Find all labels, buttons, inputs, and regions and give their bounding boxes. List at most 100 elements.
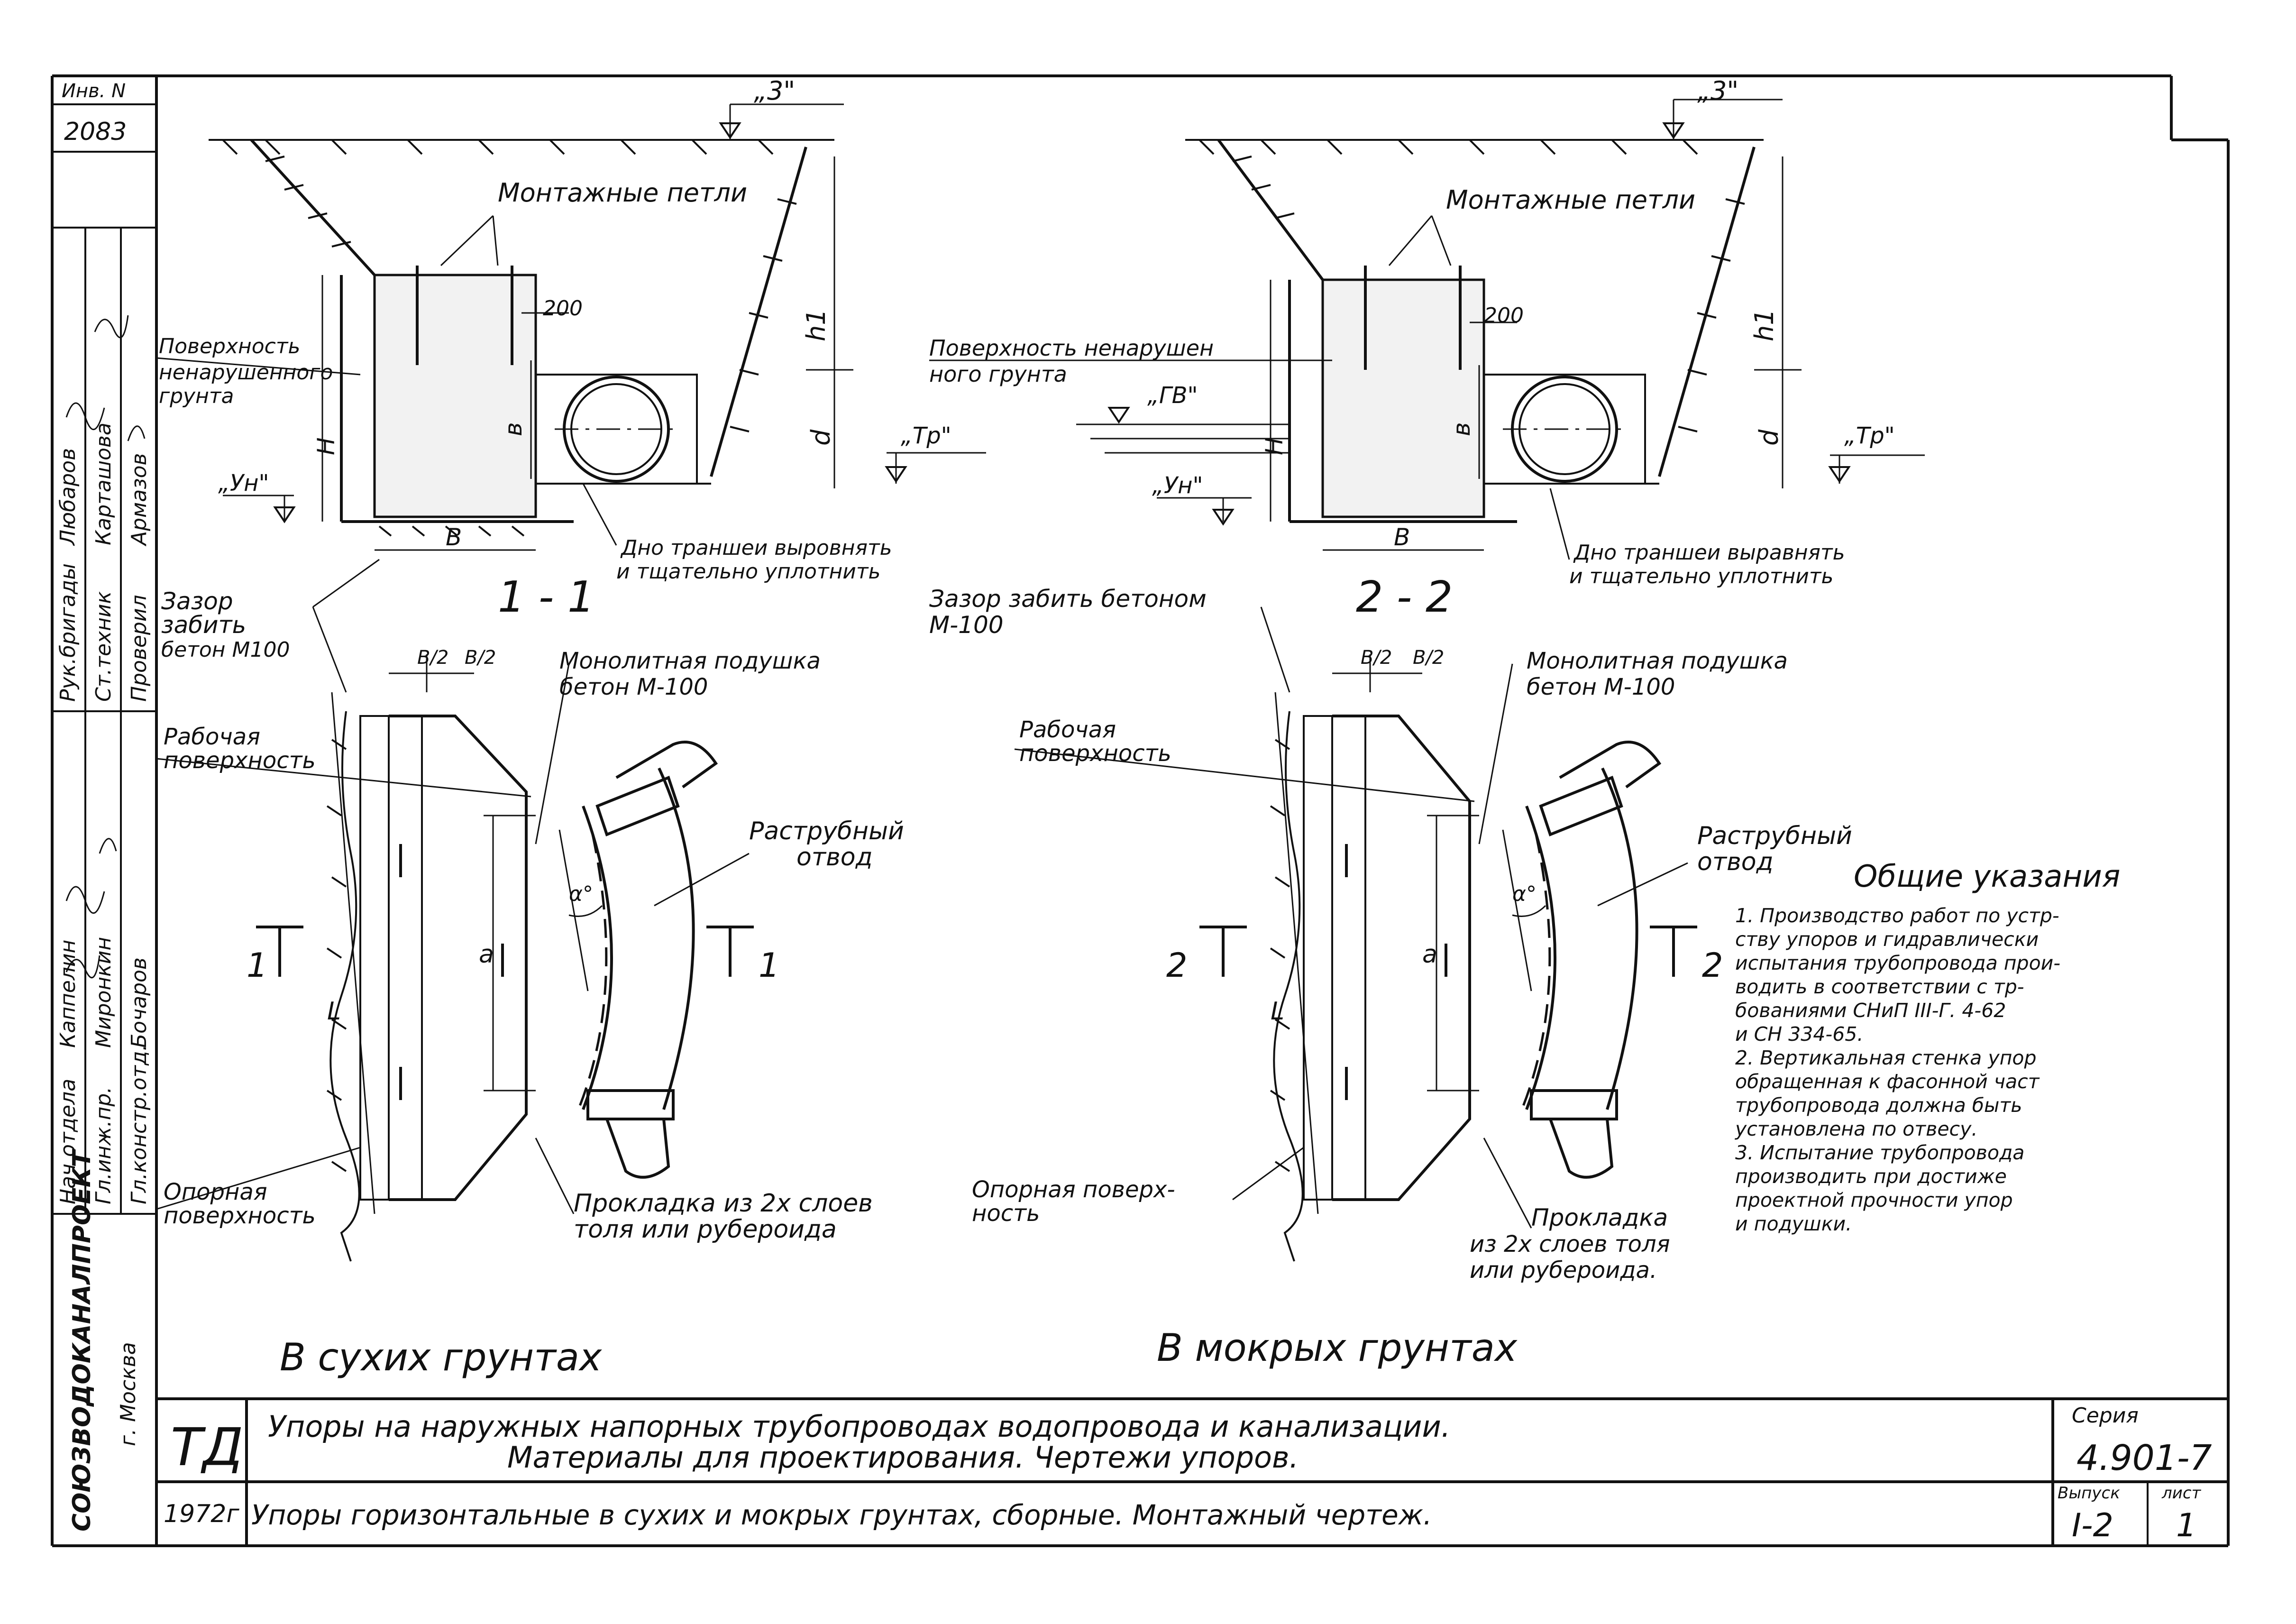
- note-line-10: установлена по отвесу.: [1734, 1118, 1977, 1140]
- dim-B2-1b: В/2: [465, 647, 496, 669]
- signature: [65, 838, 117, 979]
- gap-label-1-a: Зазор: [161, 587, 233, 615]
- dim-a-1: а: [479, 940, 494, 969]
- title-line-2: Материалы для проектирования. Чертежи уп…: [507, 1440, 1299, 1475]
- bend-label-1-a: Раструбный: [749, 817, 904, 845]
- dim-H-1: H: [312, 437, 340, 455]
- pipe-socket-1-bottom: [586, 1089, 675, 1120]
- dim-L-2: L: [1271, 997, 1284, 1026]
- dim-B-1: В: [446, 523, 462, 551]
- dim-B2-2a: В/2: [1361, 647, 1392, 669]
- dim-200-1: 200: [543, 296, 583, 321]
- dim-h1-1: h1: [801, 309, 831, 341]
- dim-a-2: а: [1422, 940, 1437, 969]
- note-line-11: 3. Испытание трубопровода: [1735, 1141, 2024, 1164]
- note-line-5: бованиями СНиП III-Г. 4-62: [1735, 999, 2006, 1022]
- stamp-name-1: Каппелин: [56, 940, 80, 1048]
- stamp-name-4: Любаров: [56, 448, 80, 546]
- section-mark-1-left: 1: [247, 946, 268, 985]
- note-line-12: производить при достиже: [1735, 1165, 2007, 1188]
- support-surface-2-a: Опорная поверх-: [972, 1176, 1175, 1203]
- level-un-2: „Ун": [1152, 472, 1203, 499]
- level-tr-2: „Тр": [1844, 422, 1895, 449]
- bend-label-1-b: отвод: [796, 843, 873, 872]
- general-notes: Общие указания 1. Производство работ по …: [1734, 859, 2120, 1235]
- stamp-role-4: Рук.бригады: [56, 563, 80, 702]
- gasket-label-1-b: толя или рубероида: [574, 1215, 837, 1244]
- stamp-name-5: Карташова: [91, 422, 116, 545]
- section-2-2: „3" Монтажные петли Поверхность ненаруше…: [929, 76, 1925, 622]
- gasket-label-1-a: Прокладка из 2х слоев: [574, 1189, 873, 1218]
- left-stamp: Инв. N 2083 Нач.отдела Каппелин Гл.инж.п…: [52, 80, 156, 1532]
- thrust-block-plan-2: [1332, 715, 1471, 1201]
- loops-label-2: Монтажные петли: [1446, 185, 1695, 215]
- dim-B2-1a: В/2: [417, 647, 448, 669]
- stamp-role-6: Проверил: [127, 595, 151, 702]
- note-line-2: ству упоров и гидравлически: [1735, 928, 2039, 951]
- section-title-2: 2 - 2: [1356, 572, 1453, 622]
- support-surface-1-a: Опорная: [164, 1179, 267, 1205]
- section-mark-2-left: 2: [1166, 946, 1188, 985]
- surface-undisturbed-1-c: грунта: [159, 384, 234, 408]
- sheet-value: 1: [2176, 1507, 2196, 1544]
- level-3-mark-2: „3": [1697, 76, 1738, 106]
- loops-label-1: Монтажные петли: [498, 178, 747, 208]
- pipe-socket-2-bottom: [1530, 1089, 1618, 1120]
- bend-label-2-a: Раструбный: [1697, 822, 1852, 850]
- note-line-7: 2. Вертикальная стенка упор: [1735, 1046, 2037, 1069]
- stamp-inv-label: Инв. N: [62, 80, 126, 102]
- stamp-name-2: Миронкин: [91, 937, 116, 1048]
- angle-2: α°: [1512, 882, 1537, 906]
- pipe-socket-1-top: [595, 776, 680, 836]
- title-subtitle: Упоры горизонтальные в сухих и мокрых гр…: [251, 1499, 1432, 1531]
- support-surface-1-b: поверхность: [164, 1202, 316, 1229]
- cushion-label-1-a: Монолитная подушка: [559, 648, 821, 674]
- dim-d-2: d: [1754, 429, 1784, 446]
- dim-L-1: L: [327, 997, 341, 1026]
- title-logo: ТД: [171, 1417, 243, 1477]
- surface-undisturbed-2-b: ного грунта: [929, 361, 1067, 387]
- stamp-name-6: Армазов: [127, 453, 151, 547]
- title-line-1: Упоры на наружных напорных трубопроводах…: [268, 1409, 1450, 1444]
- note-line-9: трубопровода должна быть: [1735, 1094, 2022, 1117]
- level-un-1: „Ун": [218, 470, 269, 496]
- gasket-label-2-b: из 2х слоев толя: [1470, 1231, 1670, 1257]
- dim-B2-2b: В/2: [1413, 647, 1444, 669]
- trench-bottom-2-b: и тщательно уплотнить: [1569, 564, 1833, 588]
- pipe-socket-2-top: [1539, 776, 1623, 836]
- gap-label-2-a: Зазор забить бетоном: [929, 585, 1207, 613]
- issue-label: Выпуск: [2058, 1484, 2120, 1503]
- series-value: 4.901-7: [2076, 1438, 2212, 1478]
- bend-label-2-b: отвод: [1697, 848, 1774, 876]
- thrust-block-section-2: [1321, 278, 1485, 518]
- stamp-name-3: Бочаров: [127, 957, 151, 1048]
- series-label: Серия: [2072, 1404, 2139, 1428]
- note-line-14: и подушки.: [1735, 1212, 1852, 1235]
- section-1-1: „3" Монтажные петли Поверхность ненаруше…: [156, 76, 986, 622]
- gap-label-1-b: забить: [161, 611, 246, 639]
- stamp-role-5: Ст.техник: [91, 591, 116, 702]
- note-line-6: и СН 334-65.: [1735, 1023, 1863, 1046]
- note-line-3: испытания трубопровода прои-: [1735, 952, 2060, 974]
- dim-b-2: в: [1448, 422, 1475, 436]
- plan-wet-soils: Зазор забить бетоном М-100 В/2 В/2 Монол…: [929, 585, 1852, 1370]
- dim-d-1: d: [806, 429, 836, 446]
- note-line-4: водить в соответствии с тр-: [1735, 975, 2024, 998]
- dim-h1-2: h1: [1749, 309, 1779, 341]
- gap-label-2-b: М-100: [929, 611, 1004, 639]
- note-line-13: проектной прочности упор: [1735, 1189, 2013, 1211]
- signature: [65, 315, 146, 441]
- sheet-label: лист: [2161, 1484, 2202, 1503]
- surface-undisturbed-2-a: Поверхность ненарушен: [929, 335, 1214, 361]
- surface-undisturbed-1-a: Поверхность: [159, 334, 300, 358]
- issue-value: I-2: [2072, 1507, 2113, 1544]
- level-tr-1: „Тр": [901, 422, 951, 449]
- section-mark-1-right: 1: [759, 946, 780, 985]
- surface-undisturbed-1-b: ненарушенного: [159, 360, 333, 385]
- level-gv-2: „ГВ": [1147, 382, 1198, 409]
- sheet-frame: [51, 74, 2230, 1547]
- stamp-org-name: СОЮЗВОДОКАНАЛПРОЕКТ: [68, 1149, 96, 1532]
- stamp-inv-number: 2083: [64, 118, 127, 146]
- caption-wet-soils: В мокрых грунтах: [1157, 1326, 1518, 1370]
- trench-bottom-1-a: Дно траншеи выровнять: [620, 536, 892, 560]
